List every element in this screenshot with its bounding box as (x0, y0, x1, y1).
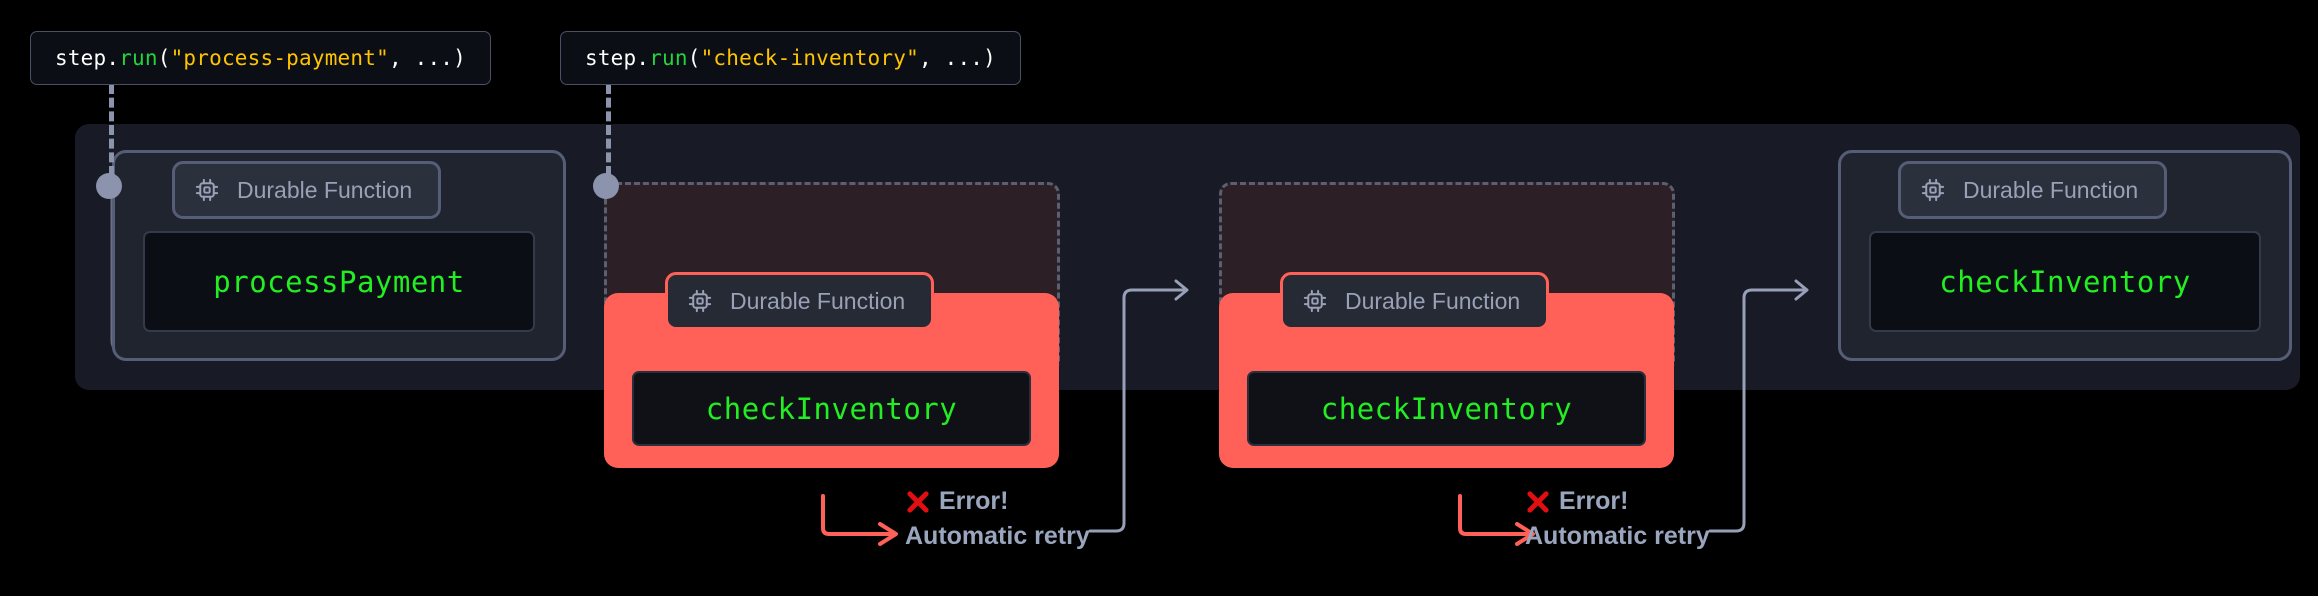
error-title: Error! (1559, 487, 1629, 515)
badge-label: Durable Function (1345, 287, 1521, 314)
error-annotation-1: Error! Automatic retry (905, 487, 1090, 551)
code-box: checkInventory (1247, 371, 1646, 446)
x-mark-icon (1527, 490, 1549, 513)
badge-label: Durable Function (730, 287, 906, 314)
cpu-chip-icon (688, 289, 712, 313)
cpu-chip-icon (195, 178, 219, 202)
error-subtitle: Automatic retry (905, 522, 1090, 550)
code-box: checkInventory (1869, 231, 2261, 332)
error-subtitle: Automatic retry (1525, 522, 1710, 550)
function-name: processPayment (213, 264, 465, 299)
tooltip-connector-2 (606, 84, 611, 176)
durable-function-badge-4[interactable]: Durable Function (1898, 161, 2168, 219)
error-annotation-2: Error! Automatic retry (1525, 487, 1710, 551)
durable-function-badge-2[interactable]: Durable Function (665, 272, 935, 330)
tooltip-connector-1 (109, 84, 114, 176)
code-tooltip-check-inventory[interactable]: step.run("check-inventory", ...) (560, 31, 1021, 85)
code-box: checkInventory (632, 371, 1031, 446)
cpu-chip-icon (1921, 178, 1945, 202)
cpu-chip-icon (1303, 289, 1327, 313)
durable-function-badge-1[interactable]: Durable Function (172, 161, 442, 219)
tooltip-code-2: step.run("check-inventory", ...) (585, 46, 996, 70)
tooltip-code-1: step.run("process-payment", ...) (55, 46, 466, 70)
error-title-row: Error! (905, 487, 1090, 516)
durable-function-badge-3[interactable]: Durable Function (1280, 272, 1550, 330)
error-title-row: Error! (1525, 487, 1710, 516)
function-name: checkInventory (1320, 391, 1573, 426)
badge-label: Durable Function (1963, 176, 2139, 203)
function-name: checkInventory (705, 391, 958, 426)
code-box: processPayment (143, 231, 535, 332)
error-title: Error! (939, 487, 1009, 515)
code-tooltip-process-payment[interactable]: step.run("process-payment", ...) (30, 31, 491, 85)
function-name: checkInventory (1939, 264, 2191, 299)
x-mark-icon (907, 490, 929, 513)
badge-label: Durable Function (237, 176, 413, 203)
step-node-dot-1 (96, 173, 122, 199)
step-node-dot-2 (593, 173, 619, 199)
